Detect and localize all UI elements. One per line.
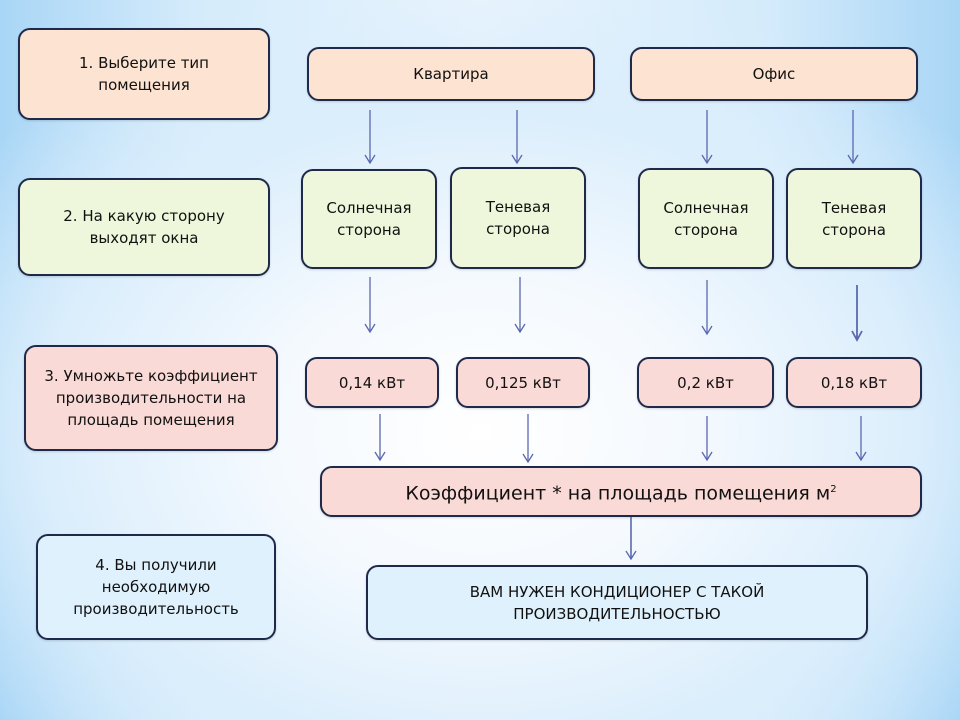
coefficient-apartment-sunny: 0,14 кВт [305,357,439,408]
side-label-line1: Солнечная [663,198,749,217]
formula-label: Коэффициент * на площадь помещения м2 [405,479,836,504]
arrow-coef-4-to-formula [855,416,867,462]
coefficient-apartment-shady: 0,125 кВт [456,357,590,408]
formula-superscript: 2 [830,483,837,495]
arrow-coef-1-to-formula [374,414,386,462]
arrow-office-to-sunny [701,110,713,165]
arrow-office-to-shady [847,110,859,165]
side-label-line2: сторона [486,220,550,238]
coefficient-label: 0,2 кВт [677,373,734,392]
side-office-shady[interactable]: Теневая сторона [786,168,922,269]
arrow-sunny-to-coef-1 [364,277,376,334]
result-line2: ПРОИЗВОДИТЕЛЬНОСТЬЮ [513,604,721,623]
step-2-box: 2. На какую сторону выходят окна [18,178,270,276]
arrow-apartment-to-shady [511,110,523,165]
room-type-apartment-label: Квартира [413,65,489,83]
formula-box: Коэффициент * на площадь помещения м2 [320,466,922,517]
coefficient-label: 0,18 кВт [820,373,888,392]
side-label-line2: сторона [674,220,738,239]
step-2-label: 2. На какую сторону выходят окна [63,207,225,247]
step-4-label: 4. Вы получили необходимую производитель… [73,556,239,618]
step-3-box: 3. Умножьте коэффициент производительнос… [24,345,278,451]
side-label-line1: Солнечная [326,199,412,217]
arrow-shady-to-coef-2 [514,277,526,334]
step-4-box: 4. Вы получили необходимую производитель… [36,534,276,640]
side-label-line2: сторона [337,221,401,239]
side-apartment-shady[interactable]: Теневая сторона [450,167,586,269]
room-type-apartment[interactable]: Квартира [307,47,595,101]
step-1-box: 1. Выберите тип помещения [18,28,270,120]
arrow-shady-to-coef-4 [851,285,863,342]
coefficient-label: 0,14 кВт [338,373,406,392]
coefficient-office-sunny: 0,2 кВт [637,357,774,408]
room-type-office-label: Офис [752,65,796,83]
arrow-sunny-to-coef-3 [701,280,713,336]
coefficient-office-shady: 0,18 кВт [786,357,922,408]
side-label-line1: Теневая [485,198,551,216]
arrow-coef-2-to-formula [522,414,534,464]
side-office-sunny[interactable]: Солнечная сторона [638,168,774,269]
side-apartment-sunny[interactable]: Солнечная сторона [301,169,437,269]
room-type-office[interactable]: Офис [630,47,918,101]
arrow-formula-to-result [625,517,637,561]
side-label-line1: Теневая [821,198,887,217]
arrow-apartment-to-sunny [364,110,376,165]
coefficient-label: 0,125 кВт [485,373,561,392]
arrow-coef-3-to-formula [701,416,713,462]
result-box: ВАМ НУЖЕН КОНДИЦИОНЕР С ТАКОЙ ПРОИЗВОДИТ… [366,565,868,640]
result-line1: ВАМ НУЖЕН КОНДИЦИОНЕР С ТАКОЙ [469,582,765,601]
step-3-label: 3. Умножьте коэффициент производительнос… [44,367,258,429]
side-label-line2: сторона [822,220,886,239]
formula-text: Коэффициент * на площадь помещения м [405,482,831,505]
step-1-label: 1. Выберите тип помещения [79,54,209,94]
